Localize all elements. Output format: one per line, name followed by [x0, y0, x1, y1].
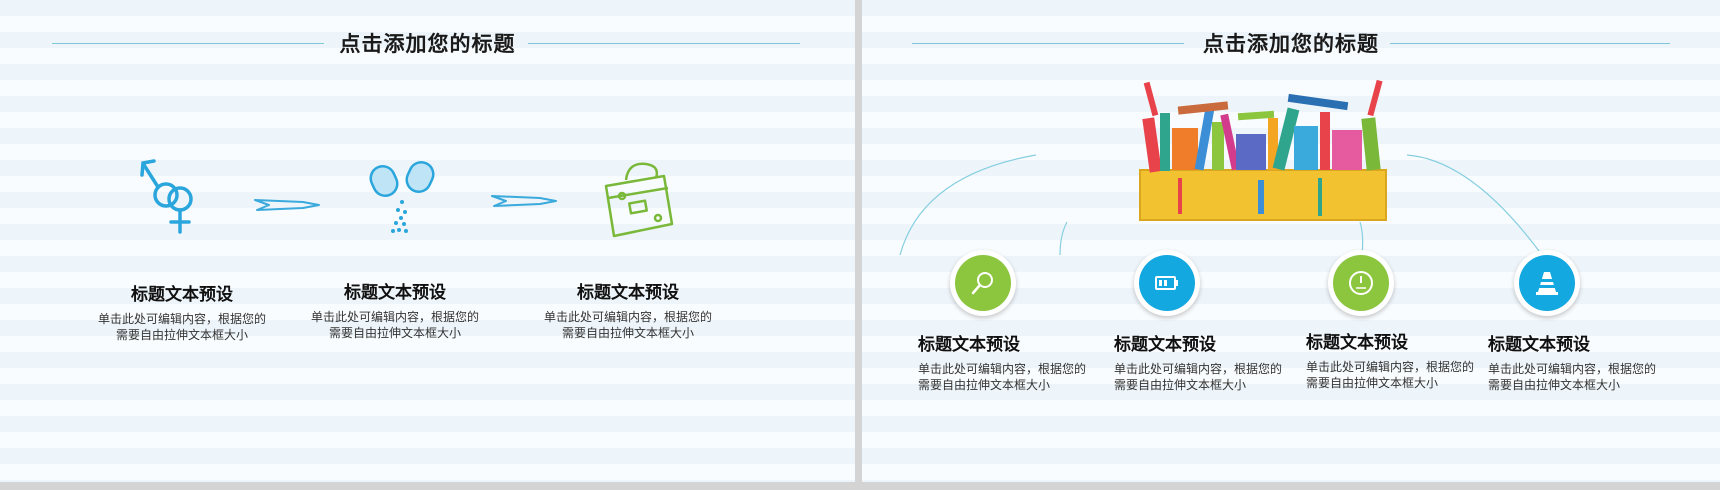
caption-text-line2[interactable]: 需要自由拉伸文本框大小	[918, 378, 1051, 392]
feature-caption-4: 标题文本预设 单击此处可编辑内容，根据您的 需要自由拉伸文本框大小	[1488, 330, 1656, 393]
capsule-pill-icon	[369, 161, 435, 233]
title-divider-right	[528, 43, 800, 44]
feature-caption-2: 标题文本预设 单击此处可编辑内容，根据您的 需要自由拉伸文本框大小	[1114, 330, 1282, 393]
step-caption-3: 标题文本预设 单击此处可编辑内容，根据您的 需要自由拉伸文本框大小	[528, 278, 728, 341]
step-caption-2: 标题文本预设 单击此处可编辑内容，根据您的 需要自由拉伸文本框大小	[295, 278, 495, 341]
feature-circle-3[interactable]	[1328, 250, 1394, 316]
feature-circle-2[interactable]	[1134, 250, 1200, 316]
caption-text-line1[interactable]: 单击此处可编辑内容，根据您的	[310, 310, 479, 324]
title-row: 点击添加您的标题	[0, 26, 855, 62]
arrow-right-icon	[491, 195, 557, 207]
caption-text-line2[interactable]: 需要自由拉伸文本框大小	[1488, 378, 1621, 392]
circle-fill	[1139, 255, 1195, 311]
caption-text-line2[interactable]: 需要自由拉伸文本框大小	[1114, 378, 1247, 392]
title-divider-right	[1390, 43, 1670, 44]
step-caption-1: 标题文本预设 单击此处可编辑内容，根据您的 需要自由拉伸文本框大小	[82, 280, 282, 343]
slide-left[interactable]: 点击添加您的标题	[0, 0, 855, 482]
caption-title[interactable]: 标题文本预设	[1114, 335, 1216, 355]
feature-circle-4[interactable]	[1514, 250, 1580, 316]
caption-text-line1[interactable]: 单击此处可编辑内容，根据您的	[918, 362, 1087, 376]
title-divider-left	[52, 43, 324, 44]
slide-right[interactable]: 点击添加您的标题	[862, 0, 1720, 482]
caption-text-line2[interactable]: 需要自由拉伸文本框大小	[1306, 376, 1439, 390]
feature-circle-1[interactable]	[950, 250, 1016, 316]
circle-fill	[955, 255, 1011, 311]
caption-text-line2[interactable]: 需要自由拉伸文本框大小	[328, 326, 461, 340]
gender-symbol-icon	[140, 159, 193, 234]
caption-text-line1[interactable]: 单击此处可编辑内容，根据您的	[1488, 362, 1657, 376]
caption-text-line1[interactable]: 单击此处可编辑内容，根据您的	[543, 310, 712, 324]
caption-title[interactable]: 标题文本预设	[918, 335, 1020, 355]
caption-title[interactable]: 标题文本预设	[131, 285, 233, 305]
title-divider-left	[912, 43, 1184, 44]
caption-text-line2[interactable]: 需要自由拉伸文本框大小	[561, 326, 694, 340]
slide-title[interactable]: 点击添加您的标题	[1203, 32, 1379, 56]
arrow-right-icon	[254, 199, 320, 211]
feature-caption-3: 标题文本预设 单击此处可编辑内容，根据您的 需要自由拉伸文本框大小	[1306, 328, 1474, 391]
magnifier-icon	[971, 272, 993, 295]
bookshelf-illustration	[1139, 79, 1387, 221]
caption-text-line2[interactable]: 需要自由拉伸文本框大小	[115, 328, 248, 342]
traffic-cone-icon	[1536, 272, 1558, 295]
title-row: 点击添加您的标题	[862, 26, 1720, 62]
caption-text-line1[interactable]: 单击此处可编辑内容，根据您的	[97, 312, 266, 326]
caption-text-line1[interactable]: 单击此处可编辑内容，根据您的	[1114, 362, 1283, 376]
gauge-icon	[1349, 271, 1373, 295]
caption-title[interactable]: 标题文本预设	[1306, 333, 1408, 353]
feature-caption-1: 标题文本预设 单击此处可编辑内容，根据您的 需要自由拉伸文本框大小	[918, 330, 1086, 393]
caption-title[interactable]: 标题文本预设	[1488, 335, 1590, 355]
circle-fill	[1519, 255, 1575, 311]
caption-title[interactable]: 标题文本预设	[577, 283, 679, 303]
circle-fill	[1333, 255, 1389, 311]
battery-icon	[1155, 276, 1178, 290]
slide-title[interactable]: 点击添加您的标题	[339, 32, 516, 56]
briefcase-icon	[604, 162, 674, 238]
caption-text-line1[interactable]: 单击此处可编辑内容，根据您的	[1306, 360, 1475, 374]
caption-title[interactable]: 标题文本预设	[344, 283, 446, 303]
